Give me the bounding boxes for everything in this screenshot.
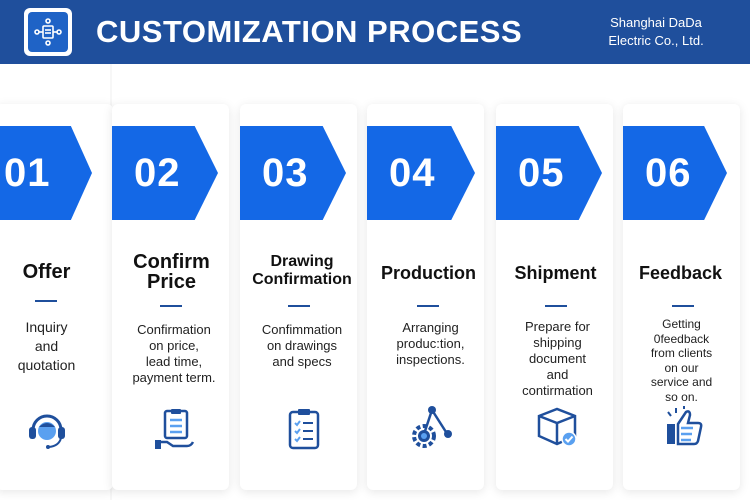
desc-line: lead time, (145, 354, 203, 369)
step-number: 03 (262, 150, 309, 195)
step-title-line: Price (147, 271, 196, 293)
people-network-icon (34, 18, 62, 46)
step-title-line: Confirm (133, 251, 210, 273)
title-divider-5 (545, 305, 567, 307)
title-divider-1 (35, 300, 57, 302)
header-bar: CUSTOMIZATION PROCESS Shanghai DaDa Elec… (0, 0, 750, 64)
headset-support-icon (29, 414, 65, 449)
step-title-line: Confirmation (252, 271, 352, 288)
package-check-icon (537, 407, 577, 447)
desc-line: from clients (650, 346, 713, 360)
desc-line: shipping (533, 335, 582, 350)
desc-line: service and (650, 375, 713, 389)
step-description-2: Confirmation on price, lead time, paymen… (114, 322, 234, 386)
step-title-3: Drawing Confirmation (241, 253, 363, 289)
desc-line: on our (664, 360, 699, 375)
step-description-6: Getting 0feedback from clients on our se… (623, 317, 740, 404)
company-line-1: Shanghai DaDa (610, 15, 702, 30)
title-divider-3 (288, 305, 310, 307)
step-number: 01 (4, 150, 51, 195)
desc-line: contirmation (522, 383, 593, 398)
step-description-4: Arranging produc:tion, inspections. (372, 320, 489, 368)
step-title-4: Production (370, 264, 487, 283)
desc-line: Arranging (402, 320, 459, 335)
desc-line: Getting (662, 317, 701, 331)
desc-line: Confirmation (137, 322, 211, 337)
checklist-icon (288, 409, 320, 450)
step-title-6: Feedback (622, 264, 739, 283)
step-title-5: Shipment (497, 264, 614, 283)
step-number: 05 (518, 150, 565, 195)
step-title-line: Shipment (514, 263, 597, 283)
desc-line: quotation (17, 357, 76, 373)
step-number: 06 (645, 150, 692, 195)
step-number: 02 (134, 150, 181, 195)
step-title-2: Confirm Price (113, 252, 230, 292)
page-title: CUSTOMIZATION PROCESS (96, 14, 523, 49)
step-number-arrow-6: 06 (623, 126, 727, 220)
desc-line: and (546, 367, 569, 382)
step-title-line: Production (381, 263, 476, 283)
step-number: 04 (389, 150, 436, 195)
step-number-arrow-1: 01 (0, 126, 92, 220)
clipboard-hand-icon (155, 409, 195, 449)
desc-line: and (34, 338, 59, 354)
desc-line: Inquiry (25, 319, 68, 335)
title-divider-2 (160, 305, 182, 307)
desc-line: inspections. (396, 352, 465, 367)
step-title-line: Feedback (638, 263, 723, 283)
step-description-3: Confimmation on drawings and specs (242, 322, 362, 370)
step-number-arrow-2: 02 (112, 126, 218, 220)
step-title-line: Drawing (270, 253, 334, 270)
desc-line: 0feedback (653, 331, 710, 346)
desc-line: on price, (149, 338, 199, 353)
desc-line: produc:tion, (396, 336, 465, 351)
gear-network-icon (412, 406, 452, 448)
step-description-5: Prepare for shipping document and contir… (499, 319, 616, 399)
title-divider-6 (672, 305, 694, 307)
desc-line: Prepare for (524, 319, 591, 334)
desc-line: Confimmation (261, 322, 343, 337)
logo (24, 8, 72, 56)
company-name: Shanghai DaDa Electric Co., Ltd. (586, 14, 726, 50)
step-number-arrow-5: 05 (496, 126, 602, 220)
desc-line: on drawings (266, 338, 338, 353)
step-number-arrow-4: 04 (367, 126, 475, 220)
step-title-line: Offer (22, 261, 71, 283)
desc-line: document (528, 351, 587, 366)
desc-line: so on. (665, 389, 698, 404)
thumbs-up-icon (667, 406, 703, 446)
title-divider-4 (417, 305, 439, 307)
company-line-2: Electric Co., Ltd. (608, 33, 704, 48)
step-title-1: Offer (0, 262, 105, 282)
desc-line: and specs (272, 354, 332, 369)
step-number-arrow-3: 03 (240, 126, 346, 220)
step-description-1: Inquiry and quotation (0, 318, 105, 375)
desc-line: payment term. (132, 370, 216, 385)
